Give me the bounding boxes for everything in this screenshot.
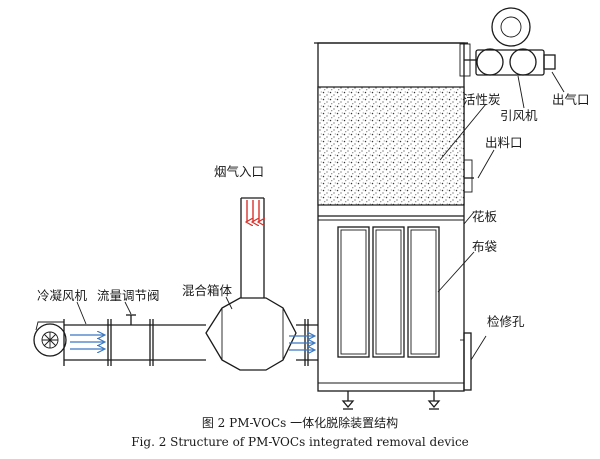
figure-caption: 图 2 PM-VOCs 一体化脱除装置结构 Fig. 2 Structure o… (131, 415, 469, 449)
main-tower (314, 42, 474, 410)
discharge-port (463, 159, 474, 193)
leader-filter-bag (437, 251, 475, 293)
leader-lines (76, 71, 565, 361)
filter-bag (337, 226, 370, 358)
leader-activated-carbon (439, 103, 487, 161)
flue-inlet-duct (240, 197, 264, 298)
label-flow-valve: 流量调节阀 (97, 288, 160, 303)
label-inspection-hole: 检修孔 (487, 314, 525, 329)
leader-cooling-fan (76, 301, 87, 325)
leader-discharge-port (477, 149, 495, 179)
leader-outlet (551, 71, 565, 93)
leader-induced-fan (517, 75, 525, 109)
induced-draft-fan (459, 7, 556, 77)
caption-english: Fig. 2 Structure of PM-VOCs integrated r… (131, 435, 469, 449)
fan-housing (491, 7, 531, 47)
filter-bag (372, 226, 405, 358)
label-flue-inlet: 烟气入口 (214, 164, 264, 179)
label-discharge-port: 出料口 (485, 135, 523, 150)
leader-flow-valve (124, 301, 132, 315)
flow-control-valve (126, 314, 136, 325)
activated-carbon-bed (317, 86, 465, 206)
label-filter-bag: 布袋 (472, 239, 498, 254)
leader-mixing-box (225, 296, 233, 310)
mixing-box (205, 297, 297, 371)
label-tube-sheet: 花板 (472, 209, 498, 224)
labels: 烟气入口 出气口 活性炭 引风机 出料口 花板 布袋 检修孔 冷凝风机 流量调节… (37, 92, 590, 329)
label-activated-carbon: 活性炭 (463, 92, 501, 107)
filter-bag (407, 226, 440, 358)
cooling-duct (63, 314, 206, 366)
inspection-hole (460, 332, 472, 391)
outlet-duct-to-tower (289, 319, 318, 366)
leader-tube-sheet (463, 211, 475, 225)
caption-chinese: 图 2 PM-VOCs 一体化脱除装置结构 (202, 415, 398, 430)
cooling-fan (33, 321, 67, 357)
filter-bags (337, 226, 440, 358)
leader-inspection-hole (470, 335, 487, 361)
label-induced-fan: 引风机 (500, 108, 538, 123)
bottom-valve (341, 391, 355, 410)
label-cooling-fan: 冷凝风机 (37, 288, 88, 303)
label-outlet: 出气口 (552, 92, 590, 107)
bottom-valve (427, 391, 441, 410)
label-mixing-box: 混合箱体 (182, 283, 233, 298)
